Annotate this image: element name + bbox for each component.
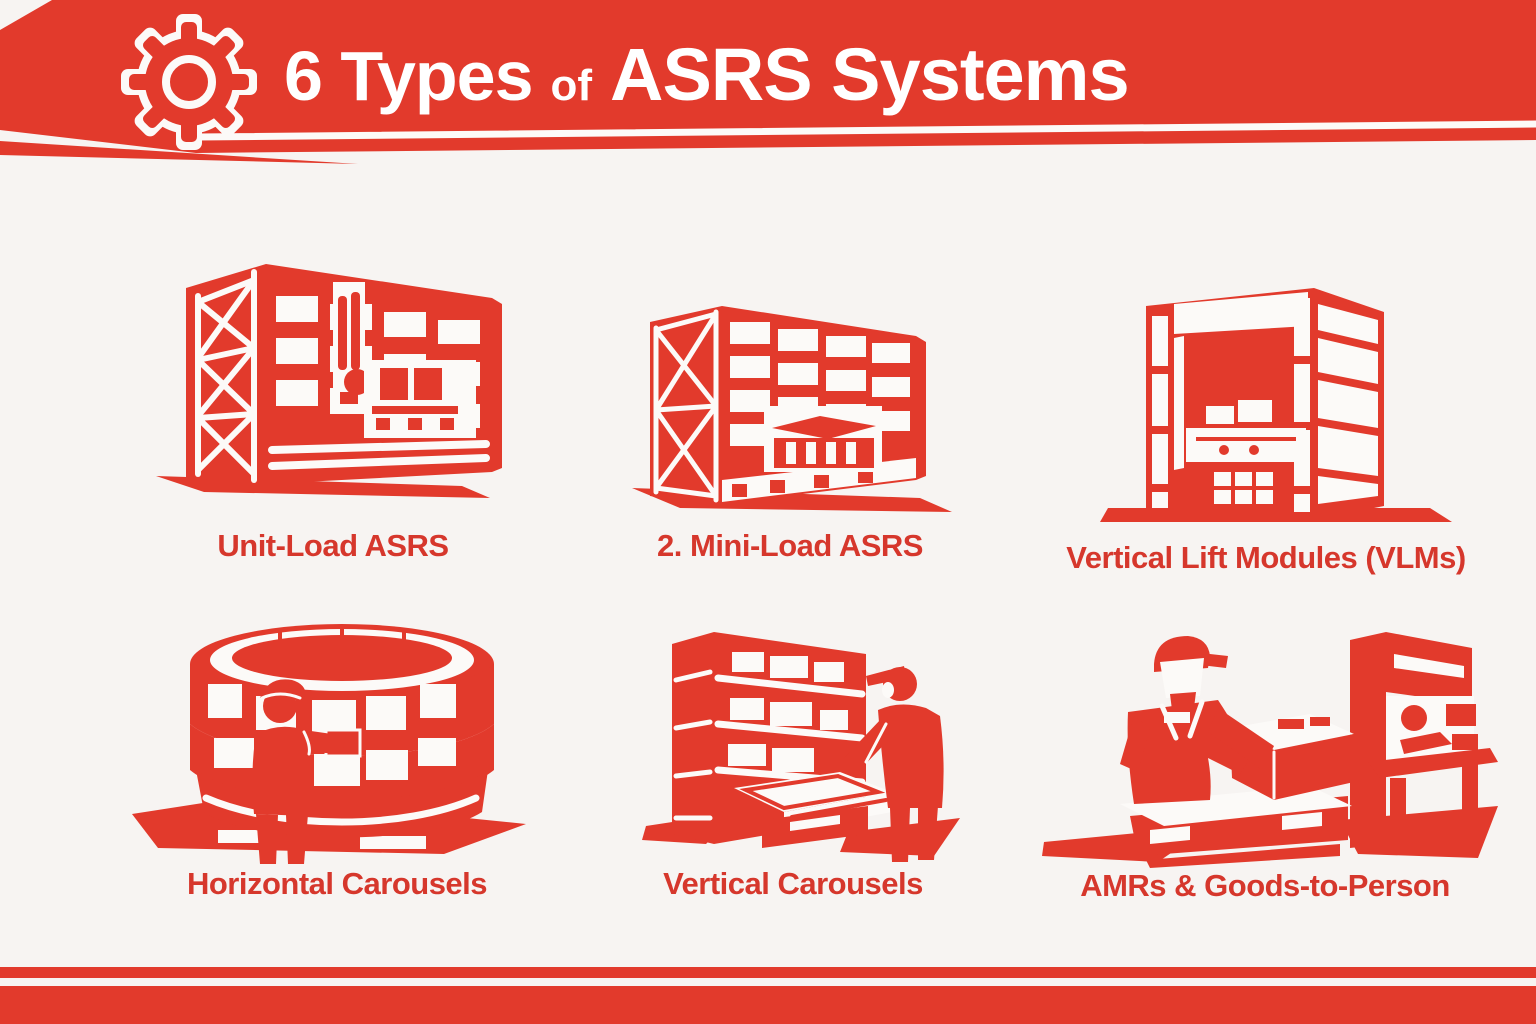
item-label-amrs-goods-to-person: AMRs & Goods-to-Person — [1080, 868, 1450, 903]
operator-figure — [252, 679, 362, 864]
item-label-vertical-lift-modules: Vertical Lift Modules (VLMs) — [1066, 540, 1466, 575]
mini-load-asrs-illustration — [632, 306, 952, 512]
carousel-top-ring — [190, 624, 494, 704]
header-banner — [0, 0, 1536, 164]
access-door-grid — [1214, 472, 1273, 504]
title-part-3: ASRS Systems — [610, 33, 1130, 116]
tray-console — [1186, 400, 1306, 462]
side-shelf-lines — [673, 669, 713, 821]
item-label-horizontal-carousels: Horizontal Carousels — [186, 866, 488, 901]
rack-feet — [732, 470, 873, 497]
item-label-vertical-carousels: Vertical Carousels — [663, 866, 923, 901]
unit-load-asrs-illustration — [156, 264, 502, 498]
vlm-panels — [1152, 292, 1378, 512]
banner-swoosh — [0, 141, 358, 164]
stored-totes — [728, 652, 848, 772]
worker-figure — [1120, 636, 1274, 804]
page-title: 6 Types of ASRS Systems — [284, 26, 1284, 126]
amr-goods-to-person-illustration — [1042, 632, 1498, 868]
end-frame-braces — [653, 309, 719, 503]
base-stripe — [202, 794, 480, 826]
horizontal-carousel-illustration — [132, 624, 526, 864]
gear-hub — [162, 55, 216, 109]
rack-side-edge — [916, 336, 926, 480]
title-part-1: 6 Types — [284, 37, 533, 115]
rack-bottom-rails — [268, 440, 490, 470]
tote-shuttle — [772, 416, 876, 468]
title-underline — [194, 120, 1536, 141]
footer-accent-line — [0, 967, 1536, 978]
item-label-mini-load-asrs: 2. Mini-Load ASRS — [657, 528, 923, 563]
rack-side-edge — [492, 298, 502, 472]
footer-band — [0, 986, 1536, 1024]
floor-slot — [360, 836, 426, 849]
rack-end-frame — [650, 306, 722, 504]
goods-to-person-station — [1350, 632, 1498, 848]
vertical-carousel-illustration — [642, 632, 960, 862]
pallet-load — [372, 368, 458, 430]
title-part-2: of — [550, 61, 593, 110]
picking-tray — [734, 772, 892, 848]
operator-figure — [842, 666, 944, 862]
stacker-crane — [338, 292, 370, 404]
item-label-unit-load-asrs: Unit-Load ASRS — [217, 528, 449, 563]
amr-robot — [1120, 786, 1352, 868]
gear-icon — [121, 14, 257, 150]
cabinet-side — [672, 632, 714, 844]
banner-shape — [0, 0, 1536, 153]
tower-braces — [195, 269, 257, 483]
vertical-lift-module-illustration — [1100, 288, 1452, 522]
